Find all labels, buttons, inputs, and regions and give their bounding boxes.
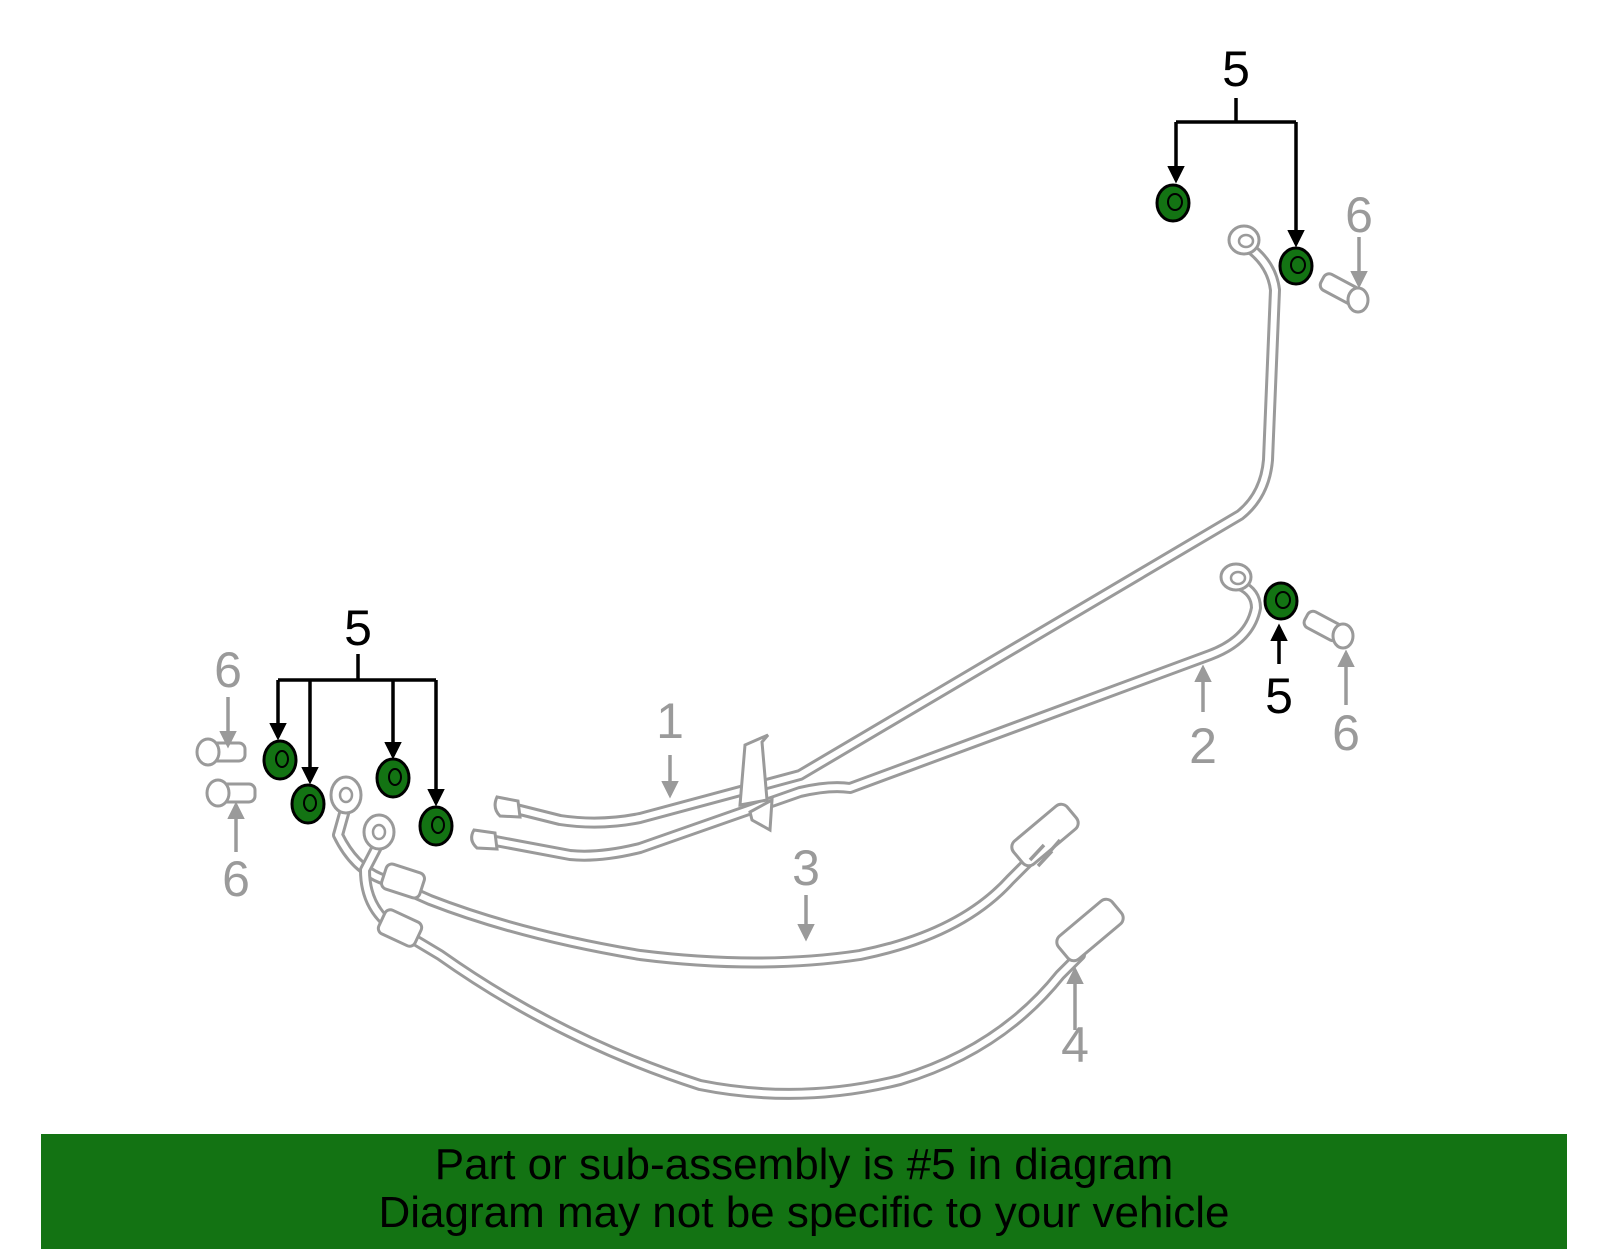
hose-3 bbox=[329, 775, 1080, 969]
seal-top-left[interactable] bbox=[1155, 183, 1191, 223]
banner-line-1: Part or sub-assembly is #5 in diagram bbox=[434, 1140, 1174, 1189]
callout-5-left-leaders bbox=[269, 654, 445, 807]
callout-5-top: 5 bbox=[1222, 41, 1250, 97]
seal-left-2[interactable] bbox=[290, 783, 326, 825]
callout-2: 2 bbox=[1189, 718, 1217, 774]
seal-left-4[interactable] bbox=[418, 805, 454, 847]
callout-5-left: 5 bbox=[344, 600, 372, 656]
seal-left-1[interactable] bbox=[262, 739, 298, 781]
callout-6-mid-right: 6 bbox=[1332, 705, 1360, 761]
bolt-left-lower bbox=[205, 778, 257, 808]
info-banner: Part or sub-assembly is #5 in diagram Di… bbox=[41, 1134, 1567, 1249]
callout-6-left-upper: 6 bbox=[214, 642, 242, 698]
callout-6-top-right: 6 bbox=[1345, 187, 1373, 243]
callout-1: 1 bbox=[656, 693, 684, 749]
callout-3: 3 bbox=[792, 840, 820, 896]
bolt-mid-right bbox=[1302, 609, 1355, 650]
hose-4 bbox=[359, 813, 1125, 1100]
callout-5-right: 5 bbox=[1265, 668, 1293, 724]
pipe-2 bbox=[470, 562, 1262, 862]
seal-top-right[interactable] bbox=[1278, 246, 1314, 286]
seal-mid-right[interactable] bbox=[1263, 581, 1299, 621]
pipe-clamp bbox=[738, 733, 774, 833]
callout-6-left-lower: 6 bbox=[222, 851, 250, 907]
callout-4: 4 bbox=[1061, 1017, 1089, 1073]
callout-5-top-leaders bbox=[1167, 98, 1305, 248]
banner-line-2: Diagram may not be specific to your vehi… bbox=[378, 1188, 1230, 1237]
bolt-left-upper bbox=[195, 737, 247, 767]
seal-left-3[interactable] bbox=[375, 757, 411, 799]
pipe-1 bbox=[493, 224, 1281, 829]
